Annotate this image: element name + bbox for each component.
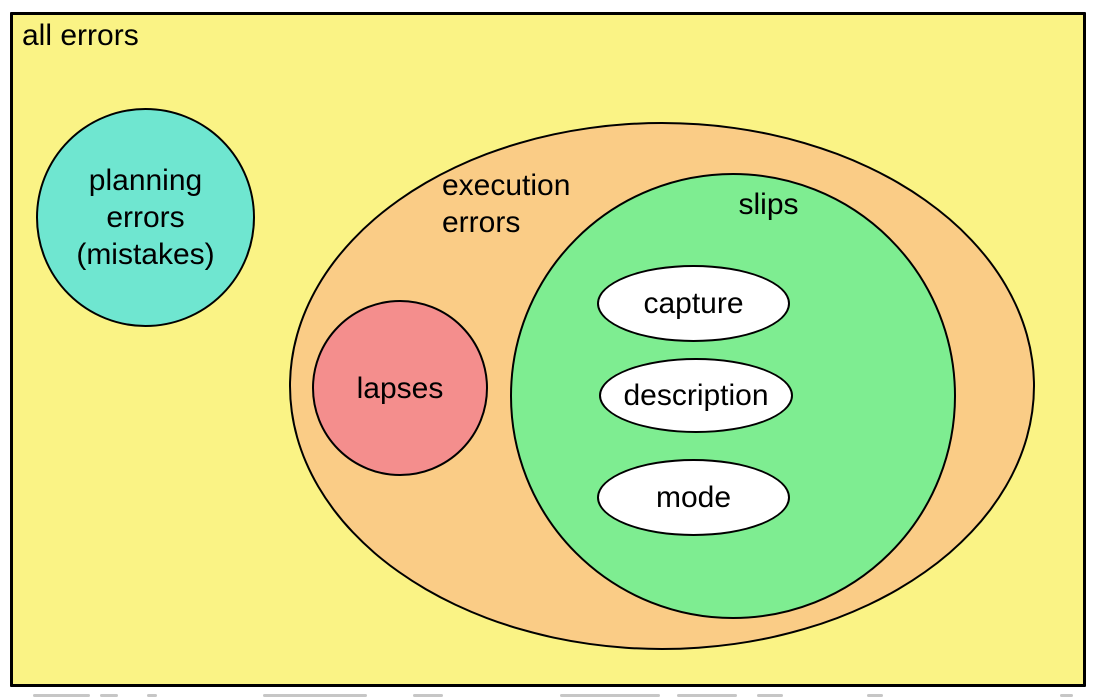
execution-errors-label-line2: errors [442, 206, 521, 239]
mode-label: mode [655, 481, 732, 514]
all-errors-label: all errors [22, 19, 139, 52]
execution-errors-label-line1: execution [442, 169, 571, 202]
slips-label: slips [738, 188, 799, 221]
cropped-caption-fragments [0, 693, 1098, 700]
planning-errors-set: planning errors (mistakes) [36, 108, 255, 327]
description-errors-set: description [599, 358, 793, 433]
planning-errors-label-line1: planning [88, 164, 203, 197]
lapses-label: lapses [356, 371, 444, 405]
planning-errors-label-line2: errors [106, 201, 185, 234]
capture-errors-set: capture [597, 265, 790, 342]
capture-label: capture [643, 287, 744, 320]
mode-errors-set: mode [597, 459, 790, 536]
execution-errors-label: execution errors [442, 167, 570, 241]
description-label: description [623, 379, 769, 412]
lapses-set: lapses [312, 300, 488, 476]
planning-errors-label-line3: (mistakes) [76, 238, 215, 271]
